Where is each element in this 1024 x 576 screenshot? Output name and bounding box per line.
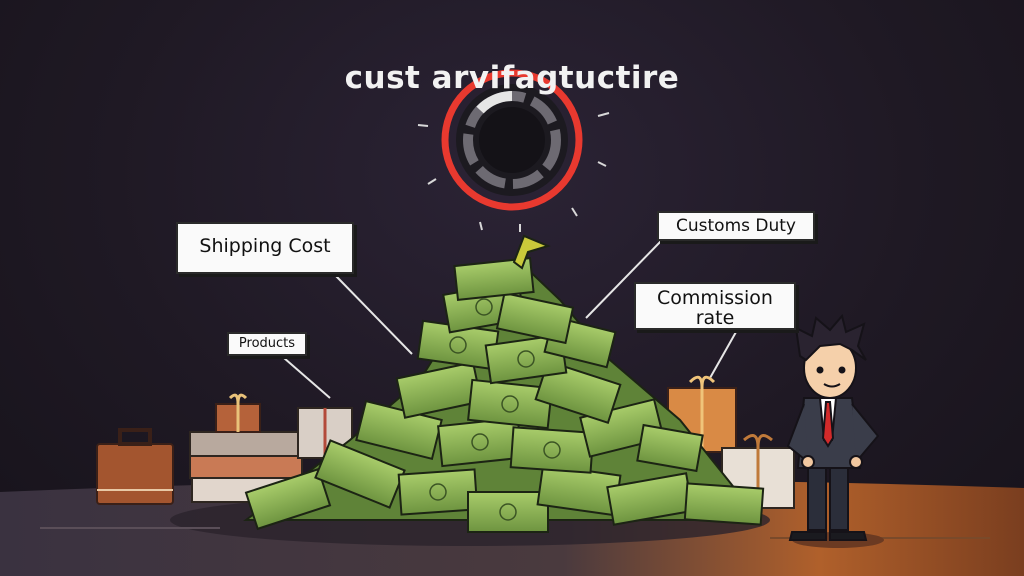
products-label: Products [227,332,307,356]
commission-rate-label: Commission rate [634,282,796,330]
businessman-character [786,313,884,548]
commission-line-2: rate [695,307,735,329]
customs-duty-label: Customs Duty [657,211,815,241]
label-connectors [283,239,737,399]
commission-line-1: Commission [657,287,773,309]
money-pile [243,234,765,533]
loading-ring-icon [417,69,610,232]
gift-box-icon [215,393,261,433]
page-title: cust arvifagtuctire [344,60,680,96]
shipping-cost-label: Shipping Cost [176,222,354,274]
suitcase-icon [96,428,174,505]
